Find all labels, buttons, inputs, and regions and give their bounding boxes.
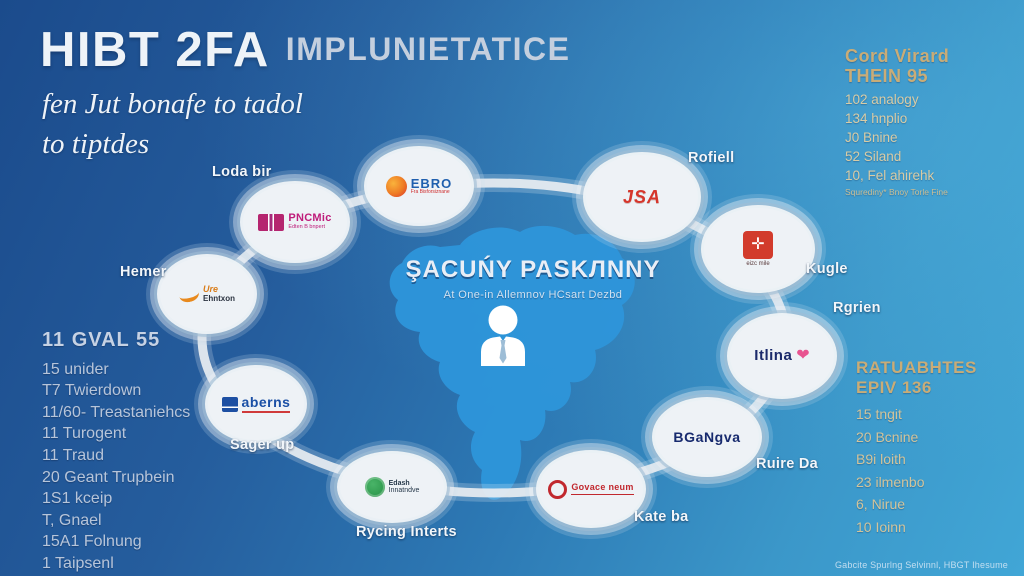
pncmic-logo-icon: [258, 213, 285, 231]
right-list: 15 tngit 20 Bcnine B9i loith 23 ilmenbo …: [856, 403, 977, 538]
list-item: 10 Ioinn: [856, 518, 906, 535]
ring-node-jsa: JSA: [586, 155, 698, 239]
list-item: 6, Nirue: [856, 496, 906, 512]
center-subheading: At One-in Allemnov HCsart Dezbd: [443, 289, 623, 301]
node-label: Rofiell: [688, 150, 735, 166]
node-logo-text: aberns: [241, 395, 291, 413]
top-right-footnote: Squrediny* Bnoy Torle Fine: [845, 187, 948, 197]
list-item: T7 Twierdown: [42, 382, 142, 400]
list-item: 1S1 kceip: [42, 490, 113, 508]
top-right-heading-1: Cord Virard: [845, 46, 950, 66]
blue-flag-icon: [221, 396, 238, 412]
right-panel: RATUABHTES EPIV 136 15 tngit 20 Bcnine B…: [856, 358, 977, 538]
node-logo-text: PNCMic Edten B bnpert: [288, 212, 332, 230]
top-right-heading-2: THEIN 95: [845, 66, 929, 86]
list-item: 10, Fel ahirehk: [845, 168, 935, 183]
left-panel: 11 GVAL 55 15 unider T7 Twierdown 11/60-…: [42, 329, 190, 575]
right-panel-heading-1: RATUABHTES: [856, 358, 977, 377]
list-item: B9i loith: [856, 451, 906, 467]
list-item: 1 Taipsenl: [42, 554, 114, 572]
node-logo-text: Ure Ehntxon: [203, 284, 235, 303]
list-item: 11 Traud: [42, 446, 104, 464]
list-item: 134 hnplio: [845, 111, 908, 126]
node-logo-text: Govace neum: [571, 482, 634, 495]
ring-node-bgnova: BGaNgva: [655, 400, 759, 474]
green-circle-icon: [364, 477, 385, 497]
node-label: Hemer: [120, 264, 167, 280]
title-main: HIBT 2FA: [40, 23, 270, 77]
node-logo-text: eizc mile: [746, 260, 770, 267]
list-item: 52 Siland: [845, 149, 902, 164]
page-subtitle: fen Jut bonafe to tadol to tiptdes: [42, 84, 303, 164]
node-logo-text: Edash Innatndve: [388, 479, 420, 494]
ring-node-govace: Govace neum: [539, 453, 643, 525]
node-logo-text: BGaNgva: [673, 428, 741, 445]
title-caps: IMPLUNIETATICE: [285, 31, 571, 67]
ring-node-itlina: Itlina ❤: [730, 316, 834, 396]
ring-node-edash: Edash Innatndve: [340, 454, 444, 520]
ring-node-ebro: EBRO Fra Bisforsiznane: [367, 149, 471, 223]
node-label: Loda bir: [212, 164, 272, 180]
subtitle-line-2: to tiptdes: [42, 128, 150, 161]
orange-globe-icon: [385, 175, 407, 197]
list-item: 15 unider: [42, 360, 109, 378]
left-list: 15 unider T7 Twierdown 11/60- Treastanie…: [42, 359, 190, 575]
list-item: 11/60- Treastaniehcs: [42, 403, 191, 421]
ring-node-aberns: aberns: [208, 368, 304, 440]
right-panel-heading-2: EPIV 136: [856, 378, 932, 397]
node-label: Rycing Interts: [356, 524, 457, 540]
red-ring-icon: [548, 479, 568, 499]
ring-node-pncmic: PNCMic Edten B bnpert: [243, 184, 347, 260]
list-item: 15A1 Folnung: [42, 533, 142, 551]
list-item: 11 Turogent: [42, 425, 127, 443]
center-heading-block: ŞACUŃY PASKЛNNY At One-in Allemnov HCsar…: [388, 256, 678, 301]
list-item: 15 tngit: [856, 406, 902, 422]
node-label: Rgrien: [833, 300, 881, 316]
node-logo-text: Itlina: [754, 347, 793, 365]
orange-swoosh-icon: [177, 284, 201, 304]
footer-credit: Gabcite Spurlng Selvinnl, HBGT Ihesume: [834, 560, 1008, 570]
subtitle-line-1: fen Jut bonafe to tadol: [42, 88, 303, 120]
node-logo-text: JSA: [622, 186, 661, 207]
list-item: J0 Bnine: [845, 130, 898, 145]
list-item: 20 Bcnine: [856, 428, 919, 445]
list-item: 102 analogy: [845, 92, 919, 107]
node-label: Sager up: [230, 437, 295, 453]
page-title: HIBT 2FA IMPLUNIETATICE: [40, 22, 570, 78]
person-icon: [481, 305, 525, 366]
center-heading: ŞACUŃY PASKЛNNY: [405, 256, 661, 283]
ring-node-hemer: Ure Ehntxon: [160, 257, 254, 331]
top-right-list: 102 analogy 134 hnplio J0 Bnine 52 Silan…: [845, 90, 949, 185]
node-label: Kugle: [806, 261, 848, 277]
heart-icon: ❤: [796, 347, 810, 364]
ring-node-red-emblem: eizc mile: [704, 208, 812, 290]
node-label: Kate ba: [634, 509, 689, 525]
top-right-panel: Cord Virard THEIN 95 102 analogy 134 hnp…: [845, 46, 949, 198]
list-item: 23 ilmenbo: [856, 473, 925, 490]
left-panel-heading: 11 GVAL 55: [42, 329, 161, 351]
list-item: 20 Geant Trupbein: [42, 468, 175, 486]
node-label: Ruire Da: [756, 456, 819, 472]
list-item: T, Gnael: [42, 511, 102, 529]
node-logo-text: EBRO Fra Bisforsiznane: [410, 175, 453, 196]
red-emblem-icon: [743, 230, 773, 259]
